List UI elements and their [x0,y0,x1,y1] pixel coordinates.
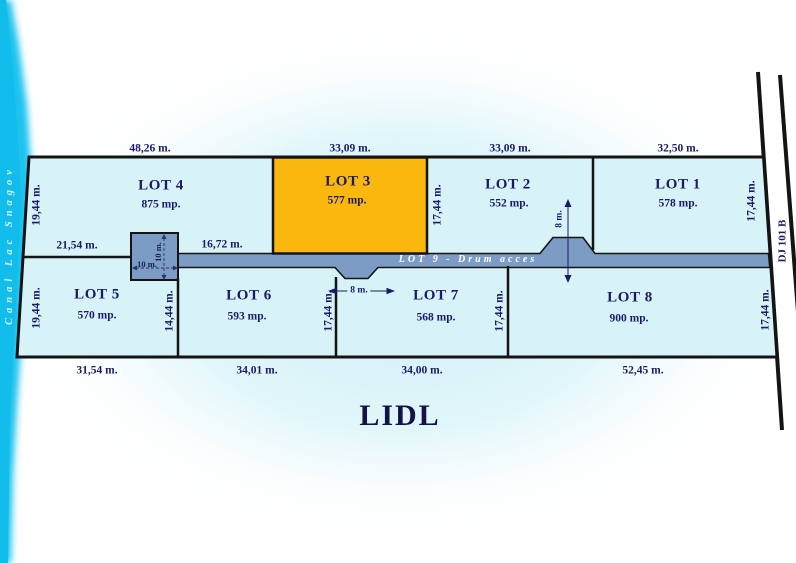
lot-5-name: LOT 5 [74,286,120,303]
dim-lot6-left: 14,44 m. [163,290,176,332]
lot-3-shape [271,156,429,255]
lot-8-area: 900 mp. [609,312,649,325]
dim-turnaround-width: 10 m. [137,258,157,269]
lot-6-area: 593 mp. [227,310,267,323]
canal-shape [0,0,31,563]
lot-4-area: 875 mp. [141,198,181,211]
dim-lot4-top: 48,26 m. [129,142,171,155]
dim-lot4-bottom-right: 16,72 m. [201,238,243,251]
dim-lot6-right: 17,44 m. [322,290,335,332]
dim-lot2-top: 33,09 m. [489,142,531,155]
lot-2-name: LOT 2 [485,176,531,193]
lot-6-name: LOT 6 [226,287,272,304]
lot-2-area: 552 mp. [489,197,529,210]
page-title: LIDL [359,399,441,432]
dim-lot1-right: 17,44 m. [745,180,758,222]
dim-lot8-right: 17,44 m. [759,289,772,331]
turnaround-dimensions [132,234,178,280]
dim-lot4-bottom-left: 21,54 m. [56,239,98,252]
lot-7-name: LOT 7 [413,287,459,304]
dim-notch-width: 8 m. [347,286,371,296]
dim-lot6-bottom: 34,01 m. [236,364,278,377]
lot-1-name: LOT 1 [655,176,701,193]
dim-lot7-bottom: 34,00 m. [401,364,443,377]
dim-lot5-left: 19,44 m. [30,287,43,329]
lot-8-name: LOT 8 [607,289,653,306]
access-road-label: LOT 9 - Drum acces [398,254,538,265]
dim-lot7-right: 17,44 m. [493,290,506,332]
dim-entry-width: 8 m. [554,210,565,228]
entry-width-dimension [564,199,572,283]
dim-lot4-left: 19,44 m. [30,184,43,226]
dim-lot3-top: 33,09 m. [329,142,371,155]
dim-lot3-right: 17,44 m. [431,184,444,226]
dim-lot8-bottom: 52,45 m. [622,364,664,377]
dim-lot1-top: 32,50 m. [657,142,699,155]
lot-3-name: LOT 3 [325,173,371,190]
canal-label: Canal Lac Snagov [3,165,15,325]
dim-lot5-bottom: 31,54 m. [76,364,118,377]
access-road-shape [177,236,771,280]
lot-5-area: 570 mp. [77,309,117,322]
lot-boundaries [23,157,595,357]
lot-3-area: 577 mp. [327,194,367,207]
lot-1-area: 578 mp. [658,197,698,210]
lot-4-name: LOT 4 [138,177,184,194]
lot-7-area: 568 mp. [416,311,456,324]
highway-label: DJ 101 B [776,219,789,263]
